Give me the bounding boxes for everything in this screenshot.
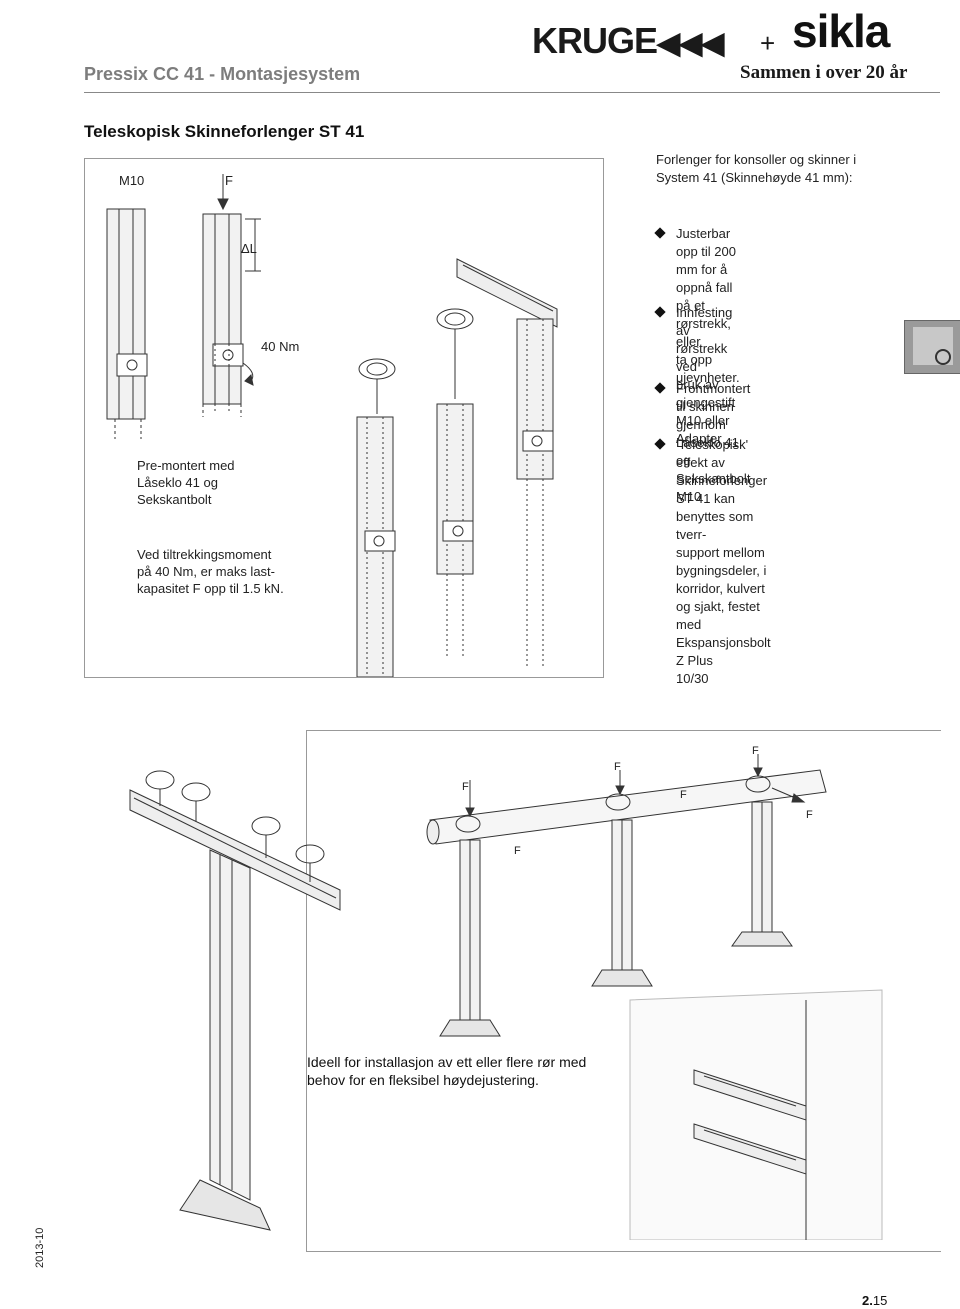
label-torque: 40 Nm	[261, 339, 299, 354]
label-m10: M10	[119, 173, 144, 188]
note-torque: Ved tiltrekkingsmoment på 40 Nm, er maks…	[137, 547, 284, 596]
diamond-bullet-icon	[654, 382, 666, 394]
wall-bracket	[629, 989, 883, 1240]
caption-ideal-installation: Ideell for installasjon av ett eller fle…	[307, 1054, 587, 1088]
telescopic-drawing: M10 F ΔL 40 Nm	[106, 173, 558, 677]
sikla-logo: sikla	[792, 5, 890, 57]
installation-drawing: F F F F F F	[129, 745, 883, 1240]
revision-date: 2013-10	[34, 1227, 46, 1268]
diamond-bullet-icon	[654, 438, 666, 450]
label-force: F	[225, 173, 233, 188]
pipe-stand-3	[731, 754, 806, 947]
upright-rail	[456, 258, 558, 669]
upright-clamp-1	[356, 358, 396, 677]
label-delta-l: ΔL	[241, 241, 257, 256]
multi-clamp-stand	[129, 770, 341, 1231]
channel-left	[106, 208, 148, 439]
intro-text: Forlenger for konsoller og skinner i Sys…	[656, 152, 857, 185]
logo-plus: +	[760, 28, 776, 58]
section-title: Teleskopisk Skinneforlenger ST 41	[84, 122, 365, 141]
force-label: F	[680, 789, 687, 801]
force-label: F	[462, 781, 469, 793]
kruge-logo: KRUGE◀◀◀	[532, 20, 724, 61]
pipe-stand-2	[591, 770, 653, 987]
adapter-photo	[904, 320, 960, 374]
channel-middle	[202, 174, 261, 417]
pipe-stand-1	[439, 780, 501, 1037]
force-label: F	[614, 761, 621, 773]
force-label: F	[514, 845, 521, 857]
diamond-bullet-icon	[654, 306, 666, 318]
force-label: F	[806, 809, 813, 821]
page-number: 2.15	[862, 1293, 888, 1308]
figure-installation-examples	[306, 730, 941, 1252]
upright-clamp-2	[436, 308, 474, 659]
figure-telescopic-extension: M10 F ΔL 40 Nm Pre-montert med Låseklo 4…	[84, 158, 604, 678]
diamond-bullet-icon	[654, 227, 666, 239]
force-label: F	[752, 745, 759, 757]
document-title: Pressix CC 41 - Montasjesystem	[84, 64, 361, 84]
header-rule	[84, 92, 940, 93]
tagline: Sammen i over 20 år	[740, 62, 908, 83]
note-premount: Pre-montert med Låseklo 41 og Sekskantbo…	[137, 458, 235, 507]
